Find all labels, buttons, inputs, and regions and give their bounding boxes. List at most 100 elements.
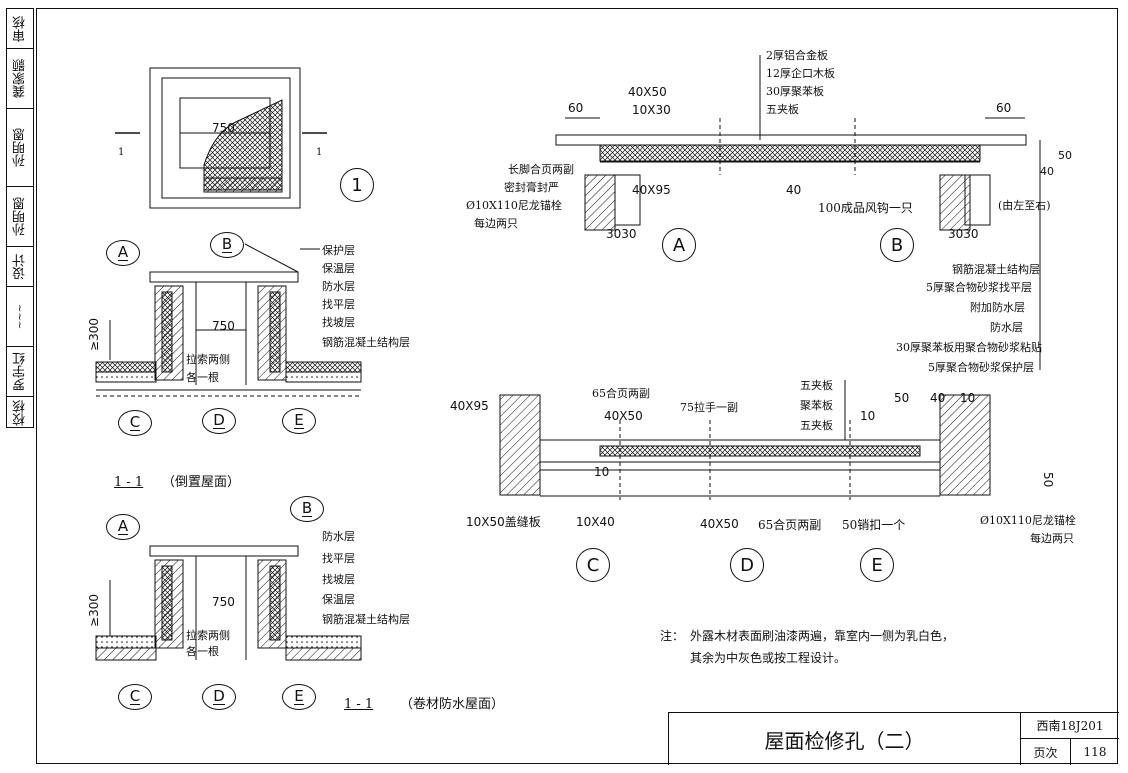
- panel-layer: 五夹板: [800, 419, 833, 432]
- dim: 50: [1041, 472, 1055, 488]
- layer-label: 防水层: [322, 280, 355, 293]
- left-note: 密封膏封严: [504, 181, 559, 194]
- callout-e: E: [282, 408, 316, 434]
- right-layer: 钢筋混凝土结构层: [952, 263, 1040, 276]
- callout-a: A: [106, 514, 140, 540]
- dim: 60: [996, 101, 1012, 115]
- page-number: 118: [1083, 745, 1107, 759]
- callout-b: B: [290, 496, 324, 522]
- hinge-note: 65合页两副: [592, 387, 650, 400]
- drawing-frame: [36, 8, 1118, 764]
- dim-300: ≥300: [87, 594, 101, 627]
- handle-note: 75拉手一副: [680, 401, 738, 414]
- hook-note: 100成品风钩一只: [818, 201, 913, 215]
- page-label: 页次: [1021, 739, 1071, 765]
- sign-cell: ~~~: [7, 287, 33, 347]
- bottom-note: 40X50: [700, 517, 739, 531]
- layer-label: 找坡层: [322, 316, 355, 329]
- dim: 10X30: [632, 103, 671, 117]
- layer-label: 找坡层: [322, 573, 355, 586]
- layer-label: 钢筋混凝土结构层: [322, 336, 410, 349]
- detail-label-b: B: [880, 228, 914, 262]
- left-note: 每边两只: [474, 217, 518, 230]
- right-layer: 5厚聚合物砂浆找平层: [926, 281, 1032, 294]
- title-block: 屋面检修孔（二） 西南18J201 页次 118: [668, 712, 1119, 765]
- bottom-note: 10X40: [576, 515, 615, 529]
- sign-cell: 孙明恩: [7, 109, 33, 187]
- layer-label: 保温层: [322, 593, 355, 606]
- callout-e: E: [282, 684, 316, 710]
- order-note: (由左至右): [998, 199, 1051, 212]
- detail-cde: [499, 380, 991, 500]
- section-caption-num: 1 - 1: [344, 697, 374, 712]
- dim-300: ≥300: [87, 318, 101, 351]
- bottom-note: 10X50盖缝板: [466, 515, 541, 529]
- signature-strip: 审核 龚家颢 孙明恩 孙明恩 设计 ~~~ 罗宇红 校核: [6, 8, 34, 428]
- detail-label-c: C: [576, 548, 610, 582]
- dim: 3030: [948, 227, 979, 241]
- section-inverted: [95, 243, 362, 397]
- dim: 50: [1058, 149, 1072, 162]
- section-mark-right: 1: [316, 147, 323, 158]
- drawing-title: 屋面检修孔（二）: [669, 713, 1021, 765]
- dim: 40: [930, 391, 946, 405]
- panel-layer: 五夹板: [800, 379, 833, 392]
- detail-number: 1: [340, 168, 374, 202]
- plan-view: [115, 67, 327, 209]
- cable-note: 各一根: [186, 645, 219, 658]
- section-mark-left: 1: [118, 147, 125, 158]
- layer-label: 保温层: [322, 262, 355, 275]
- top-layer: 五夹板: [766, 103, 799, 116]
- plan-dim: 750: [212, 121, 235, 135]
- sign-cell: 设计: [7, 247, 33, 287]
- cable-note: 拉索两侧: [186, 629, 230, 642]
- bottom-note: 每边两只: [1030, 532, 1074, 545]
- panel-layer: 聚苯板: [800, 399, 833, 412]
- left-note: 长脚合页两副: [508, 163, 574, 176]
- section-caption-num: 1 - 1: [114, 475, 144, 490]
- sign-cell: 审核: [7, 9, 33, 49]
- note-prefix: 注：: [660, 629, 685, 643]
- bottom-note: Ø10X110尼龙锚栓: [980, 514, 1076, 527]
- dim: 40X95: [632, 183, 671, 197]
- dim: 40: [786, 183, 802, 197]
- layer-label: 保护层: [322, 244, 355, 257]
- top-layer: 12厚企口木板: [766, 67, 835, 80]
- layer-label: 防水层: [322, 530, 355, 543]
- sign-cell: 龚家颢: [7, 49, 33, 109]
- dim: 3030: [606, 227, 637, 241]
- section-caption: （卷材防水屋面）: [400, 697, 505, 712]
- layer-label: 钢筋混凝土结构层: [322, 613, 410, 626]
- dim: 10: [860, 409, 876, 423]
- dim: 10: [594, 465, 610, 479]
- dim: 40: [1040, 165, 1054, 178]
- dim: 40X50: [628, 85, 667, 99]
- sign-cell: 孙明恩: [7, 187, 33, 247]
- top-layer: 30厚聚苯板: [766, 85, 824, 98]
- right-layer: 5厚聚合物砂浆保护层: [928, 361, 1034, 374]
- dim: 60: [568, 101, 584, 115]
- right-layer: 附加防水层: [970, 301, 1025, 314]
- dim: 50: [894, 391, 910, 405]
- detail-label-a: A: [662, 228, 696, 262]
- detail-label-e: E: [860, 548, 894, 582]
- right-layer: 防水层: [990, 321, 1023, 334]
- callout-b: B: [210, 232, 244, 258]
- dim-750: 750: [212, 595, 235, 609]
- atlas-code: 西南18J201: [1021, 713, 1119, 739]
- dim: 10: [960, 391, 976, 405]
- layer-label: 找平层: [322, 552, 355, 565]
- section-caption: （倒置屋面）: [162, 475, 241, 490]
- section-membrane: [95, 545, 362, 661]
- bottom-note: 65合页两副: [758, 518, 822, 532]
- cable-note: 各一根: [186, 371, 219, 384]
- note-line: 外露木材表面刷油漆两遍，靠室内一侧为乳白色，: [690, 629, 955, 643]
- callout-c: C: [118, 684, 152, 710]
- right-layer: 30厚聚苯板用聚合物砂浆粘贴: [896, 341, 1042, 354]
- left-note: Ø10X110尼龙锚栓: [466, 199, 562, 212]
- callout-d: D: [202, 684, 236, 710]
- note-line: 其余为中灰色或按工程设计。: [690, 651, 847, 665]
- detail-label-d: D: [730, 548, 764, 582]
- callout-c: C: [118, 410, 152, 436]
